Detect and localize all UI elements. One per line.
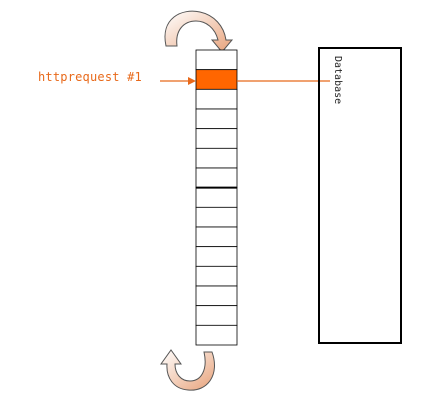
request-label: httprequest #1 [38,70,142,84]
queue-slot [195,226,238,248]
queue-slot [195,285,238,307]
cycle-arrow-icon [160,349,216,391]
queue-slot [195,324,238,346]
cycle-arrow-icon [164,10,234,53]
queue-slot [195,265,238,287]
queue-slot [195,167,238,189]
queue-slot-active [195,69,238,90]
request-queue [195,49,238,346]
database-box [318,47,402,344]
queue-slot [195,128,238,149]
request-arrow [160,77,196,85]
queue-slot [195,108,238,130]
queue-slot [195,49,238,71]
queue-slot [195,88,238,110]
queue-slot [195,305,238,326]
queue-slot [195,206,238,228]
queue-slot [195,246,238,267]
queue-slot [195,187,238,208]
database-label: Database [332,56,343,105]
queue-slot [195,147,238,169]
